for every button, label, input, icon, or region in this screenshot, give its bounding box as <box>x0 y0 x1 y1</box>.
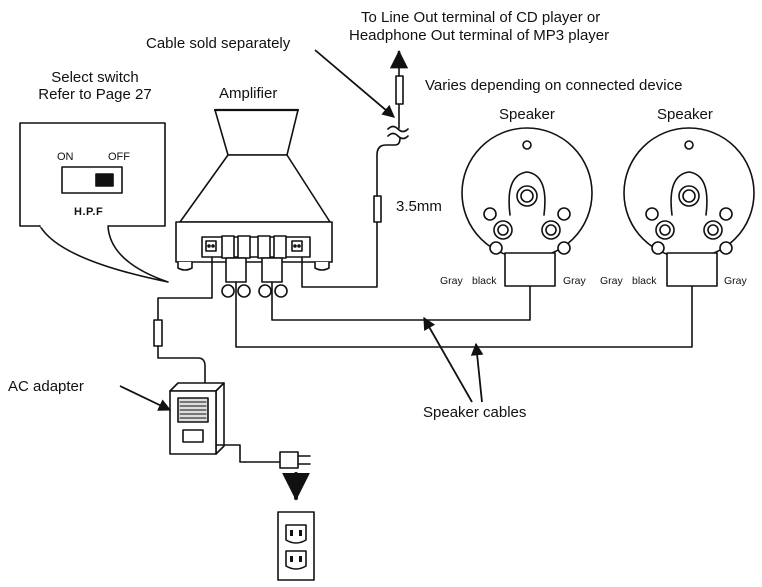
right-black-label: black <box>632 275 657 287</box>
left-gray-a-label: Gray <box>440 275 463 287</box>
wall-plug <box>279 451 311 469</box>
speaker-left-label: Speaker <box>499 106 555 123</box>
plug-size-label: 3.5mm <box>396 198 442 215</box>
source-label-line2: Headphone Out terminal of MP3 player <box>349 27 610 44</box>
amp-output-plugs <box>221 284 288 298</box>
speaker-cable-wires <box>235 281 693 348</box>
switch-on-label: ON <box>57 151 74 163</box>
power-cable <box>153 256 213 384</box>
amplifier <box>175 108 333 283</box>
right-gray-b-label: Gray <box>724 275 747 287</box>
select-switch-label-line1: Select switch <box>51 69 139 86</box>
ac-adapter <box>169 382 281 463</box>
pointer-arrows <box>119 49 484 411</box>
right-gray-a-label: Gray <box>600 275 623 287</box>
select-switch-callout <box>19 122 169 283</box>
amplifier-label: Amplifier <box>219 85 278 102</box>
input-cable <box>301 61 409 288</box>
cable-sold-label: Cable sold separately <box>146 35 291 52</box>
left-black-label: black <box>472 275 497 287</box>
hpf-label: H.P.F <box>74 206 104 218</box>
ac-adapter-label: AC adapter <box>8 378 84 395</box>
speaker-right <box>623 127 755 287</box>
source-label-line1: To Line Out terminal of CD player or <box>361 9 601 26</box>
wall-outlet <box>277 511 315 581</box>
speaker-right-label: Speaker <box>657 106 713 123</box>
left-gray-b-label: Gray <box>563 275 586 287</box>
select-switch-label-line2: Refer to Page 27 <box>38 86 152 103</box>
speaker-cables-label: Speaker cables <box>423 404 527 421</box>
adapter-grille <box>179 401 207 419</box>
varies-label: Varies depending on connected device <box>425 77 683 94</box>
switch-knob <box>95 173 114 187</box>
speaker-left <box>461 127 593 287</box>
switch-off-label: OFF <box>108 151 130 163</box>
